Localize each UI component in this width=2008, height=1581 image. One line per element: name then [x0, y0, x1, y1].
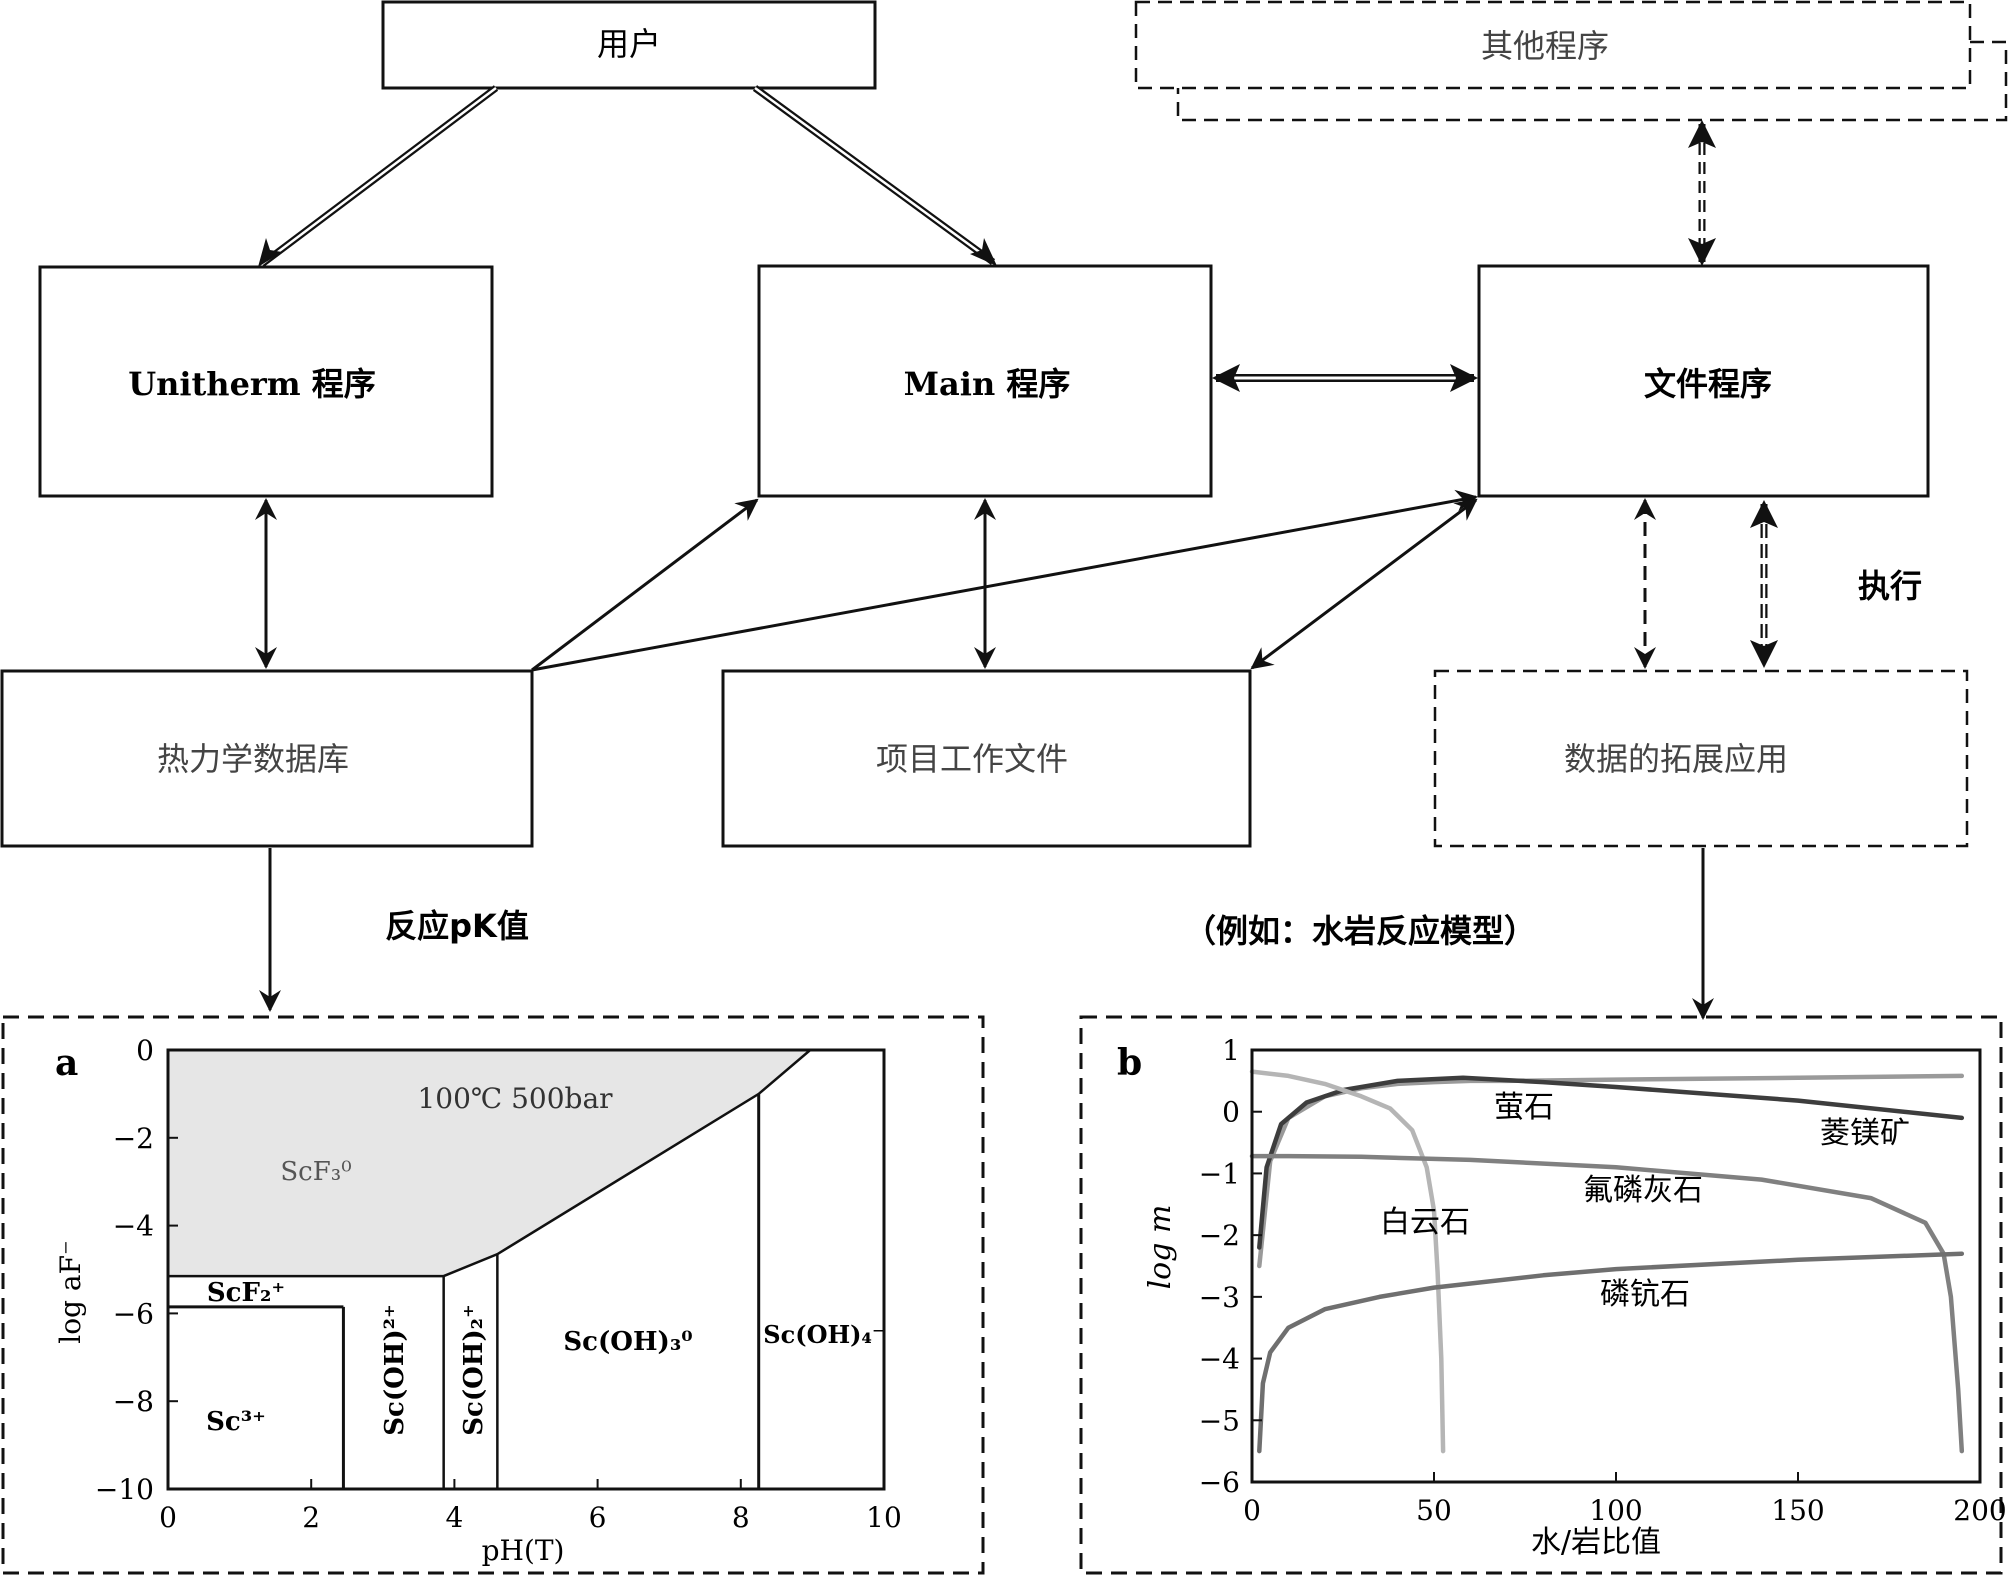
y-tick-label-a: −2	[113, 1122, 154, 1155]
series-label-pretulite: 磷钪石	[1600, 1277, 1690, 1312]
condition-annotation: 100℃ 500bar	[417, 1082, 613, 1115]
arrow-user-to-unitherm	[258, 85, 499, 267]
arrow-file-ext-execute	[1750, 500, 1778, 668]
x-axis-label-a: pH(T)	[482, 1534, 565, 1567]
scf3-region-shading	[168, 1050, 811, 1277]
x-axis-a: 0 2 4 6 8 10	[159, 1479, 902, 1534]
x-axis-b: 0 50 100 150 200	[1243, 1472, 2007, 1527]
arrow-project-file	[1250, 498, 1478, 670]
main-box: Main 程序	[757, 264, 1213, 498]
species-scoh4: Sc(OH)₄⁻	[763, 1320, 884, 1349]
x-tick-label-a: 6	[589, 1501, 607, 1534]
y-tick-label-b: 0	[1222, 1096, 1240, 1129]
series-fluorapatite	[1249, 1153, 1965, 1454]
panel-b-frame	[1079, 1015, 2003, 1575]
y-axis-a: 0 −2 −4 −6 −8 −10	[95, 1034, 178, 1506]
panel-a-frame	[1, 1015, 985, 1575]
y-tick-label-a: −10	[95, 1473, 154, 1506]
series-magnesite	[1257, 1075, 1965, 1250]
main-label: Main 程序	[904, 365, 1071, 403]
y-tick-label-b: −2	[1199, 1219, 1240, 1252]
species-scoh2: Sc(OH)²⁺	[380, 1304, 410, 1436]
phase-diagram-a: a 0 2 4 6 8 10 0 −2 −4 −6 −8 −10 100℃ 500bar ScF₃⁰…	[54, 1034, 902, 1567]
execute-label: 执行	[1858, 567, 1922, 605]
file-program-label: 文件程序	[1644, 365, 1772, 403]
panel-b-letter: b	[1117, 1042, 1142, 1084]
thermo-db-box: 热力学数据库	[0, 669, 534, 848]
plot-frame-a	[166, 1048, 886, 1491]
user-label: 用户	[597, 25, 661, 63]
series-label-fluorite: 萤石	[1494, 1090, 1554, 1125]
y-tick-label-a: −4	[113, 1210, 154, 1243]
other-programs-label: 其他程序	[1481, 27, 1609, 65]
reaction-pk-label: 反应pK值	[385, 907, 529, 945]
x-tick-label-a: 2	[302, 1501, 320, 1534]
series-label-magnesite: 菱镁矿	[1820, 1116, 1910, 1151]
thermo-db-label: 热力学数据库	[157, 740, 349, 778]
example-label: （例如：水岩反应模型）	[1184, 912, 1536, 950]
species-scoh3: Sc(OH)₃⁰	[563, 1327, 692, 1357]
data-ext-box: 数据的拓展应用	[1433, 669, 1969, 848]
x-tick-label-a: 4	[445, 1501, 463, 1534]
plot-frame-b	[1250, 1048, 1982, 1484]
other-programs-box: 其他程序	[1134, 0, 2008, 122]
project-files-box: 项目工作文件	[721, 669, 1252, 848]
series-label-dolomite: 白云石	[1380, 1205, 1470, 1240]
series-fluorite	[1257, 1073, 1965, 1269]
unitherm-label: Unitherm 程序	[128, 365, 376, 403]
y-tick-label-a: −6	[113, 1297, 154, 1330]
y-tick-label-b: −1	[1199, 1157, 1240, 1190]
x-tick-label-b: 100	[1589, 1494, 1642, 1527]
x-tick-label-a: 8	[732, 1501, 750, 1534]
arrow-user-to-main	[752, 85, 997, 266]
series-pretulite	[1257, 1251, 1965, 1454]
y-tick-label-b: −3	[1199, 1281, 1240, 1314]
y-tick-label-b: 1	[1222, 1034, 1240, 1067]
x-tick-label-b: 150	[1771, 1494, 1824, 1527]
file-program-box: 文件程序	[1477, 264, 1930, 498]
y-tick-label-a: 0	[136, 1034, 154, 1067]
line-chart-b: b 0 50 100 150 200 1 0 −1 −2 −3 −4 −5 −6 萤石 菱镁矿 白云石…	[1117, 1034, 2007, 1560]
series-label-fluorapatite: 氟磷灰石	[1583, 1173, 1703, 1208]
x-tick-label-b: 200	[1953, 1494, 2006, 1527]
arrow-main-file	[1212, 364, 1478, 392]
unitherm-box: Unitherm 程序	[38, 265, 494, 498]
series-dolomite	[1249, 1069, 1446, 1454]
species-scoh2plus: Sc(OH)₂⁺	[459, 1304, 489, 1436]
x-tick-label-b: 50	[1416, 1494, 1452, 1527]
x-axis-label-b: 水/岩比值	[1531, 1525, 1661, 1560]
y-tick-label-b: −4	[1199, 1343, 1240, 1376]
species-scf2: ScF₂⁺	[207, 1278, 285, 1308]
y-axis-label-b: log m	[1143, 1205, 1178, 1290]
project-files-label: 项目工作文件	[876, 740, 1068, 778]
x-tick-label-a: 10	[866, 1501, 902, 1534]
arrow-db-file	[531, 489, 1478, 672]
y-axis-b: 1 0 −1 −2 −3 −4 −5 −6	[1199, 1034, 1262, 1499]
user-box: 用户	[381, 0, 877, 90]
y-axis-label-a: log aF⁻	[54, 1240, 87, 1344]
panel-a-letter: a	[55, 1042, 78, 1084]
data-ext-label: 数据的拓展应用	[1564, 740, 1788, 778]
species-scf3: ScF₃⁰	[280, 1157, 351, 1187]
species-sc3: Sc³⁺	[206, 1407, 266, 1437]
x-tick-label-a: 0	[159, 1501, 177, 1534]
x-tick-label-b: 0	[1243, 1494, 1261, 1527]
arrow-other-file	[1688, 120, 1716, 266]
arrow-db-main	[531, 498, 759, 672]
y-tick-label-b: −6	[1199, 1466, 1240, 1499]
y-tick-label-b: −5	[1199, 1404, 1240, 1437]
y-tick-label-a: −8	[113, 1385, 154, 1418]
